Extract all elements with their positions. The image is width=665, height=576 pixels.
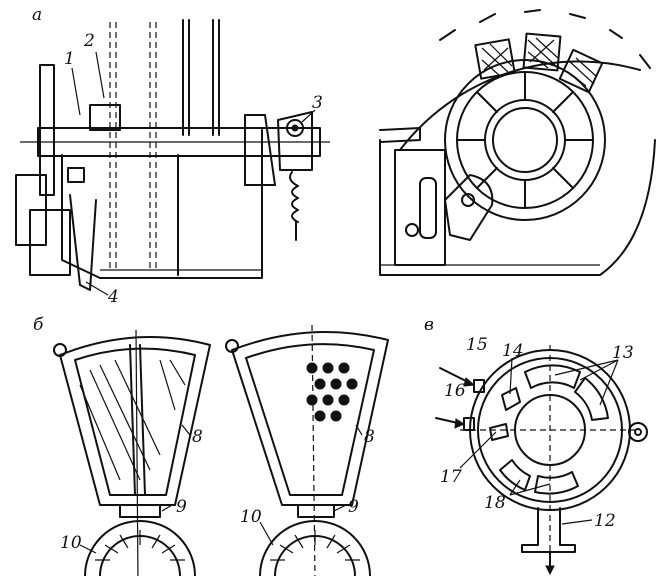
- part-label-4: 4: [107, 287, 119, 307]
- panel-v-rotor-plan: [435, 345, 648, 576]
- panel-a-side-section: [15, 19, 330, 291]
- section-label-b: б: [33, 315, 44, 335]
- part-label-9-right: 9: [348, 497, 359, 517]
- part-label-1: 1: [64, 49, 75, 69]
- part-label-9-left: 9: [176, 497, 187, 517]
- part-label-8-left: 8: [192, 427, 203, 447]
- section-labels: а б в: [32, 5, 434, 335]
- part-label-16: 16: [444, 381, 466, 401]
- part-label-18: 18: [484, 493, 506, 513]
- section-label-a: а: [32, 5, 42, 25]
- part-labels: 1 2 3 4 8 9 10 8 9 10 12 13 14 15 16 17 …: [60, 31, 634, 553]
- part-label-10-right: 10: [240, 507, 262, 527]
- part-label-2: 2: [83, 31, 95, 51]
- part-label-3: 3: [312, 93, 323, 113]
- part-label-14: 14: [502, 341, 524, 361]
- part-label-8-right: 8: [364, 427, 375, 447]
- panel-a-end-view: [379, 9, 656, 276]
- part-label-10-left: 10: [60, 533, 82, 553]
- part-label-13: 13: [612, 343, 634, 363]
- panel-b-funnel-left: [53, 329, 211, 576]
- part-label-17: 17: [440, 467, 462, 487]
- part-label-15: 15: [466, 335, 488, 355]
- leader-lines: [71, 51, 619, 554]
- panel-b-funnel-right: [225, 324, 389, 576]
- part-label-12: 12: [594, 511, 616, 531]
- section-label-v: в: [424, 315, 434, 335]
